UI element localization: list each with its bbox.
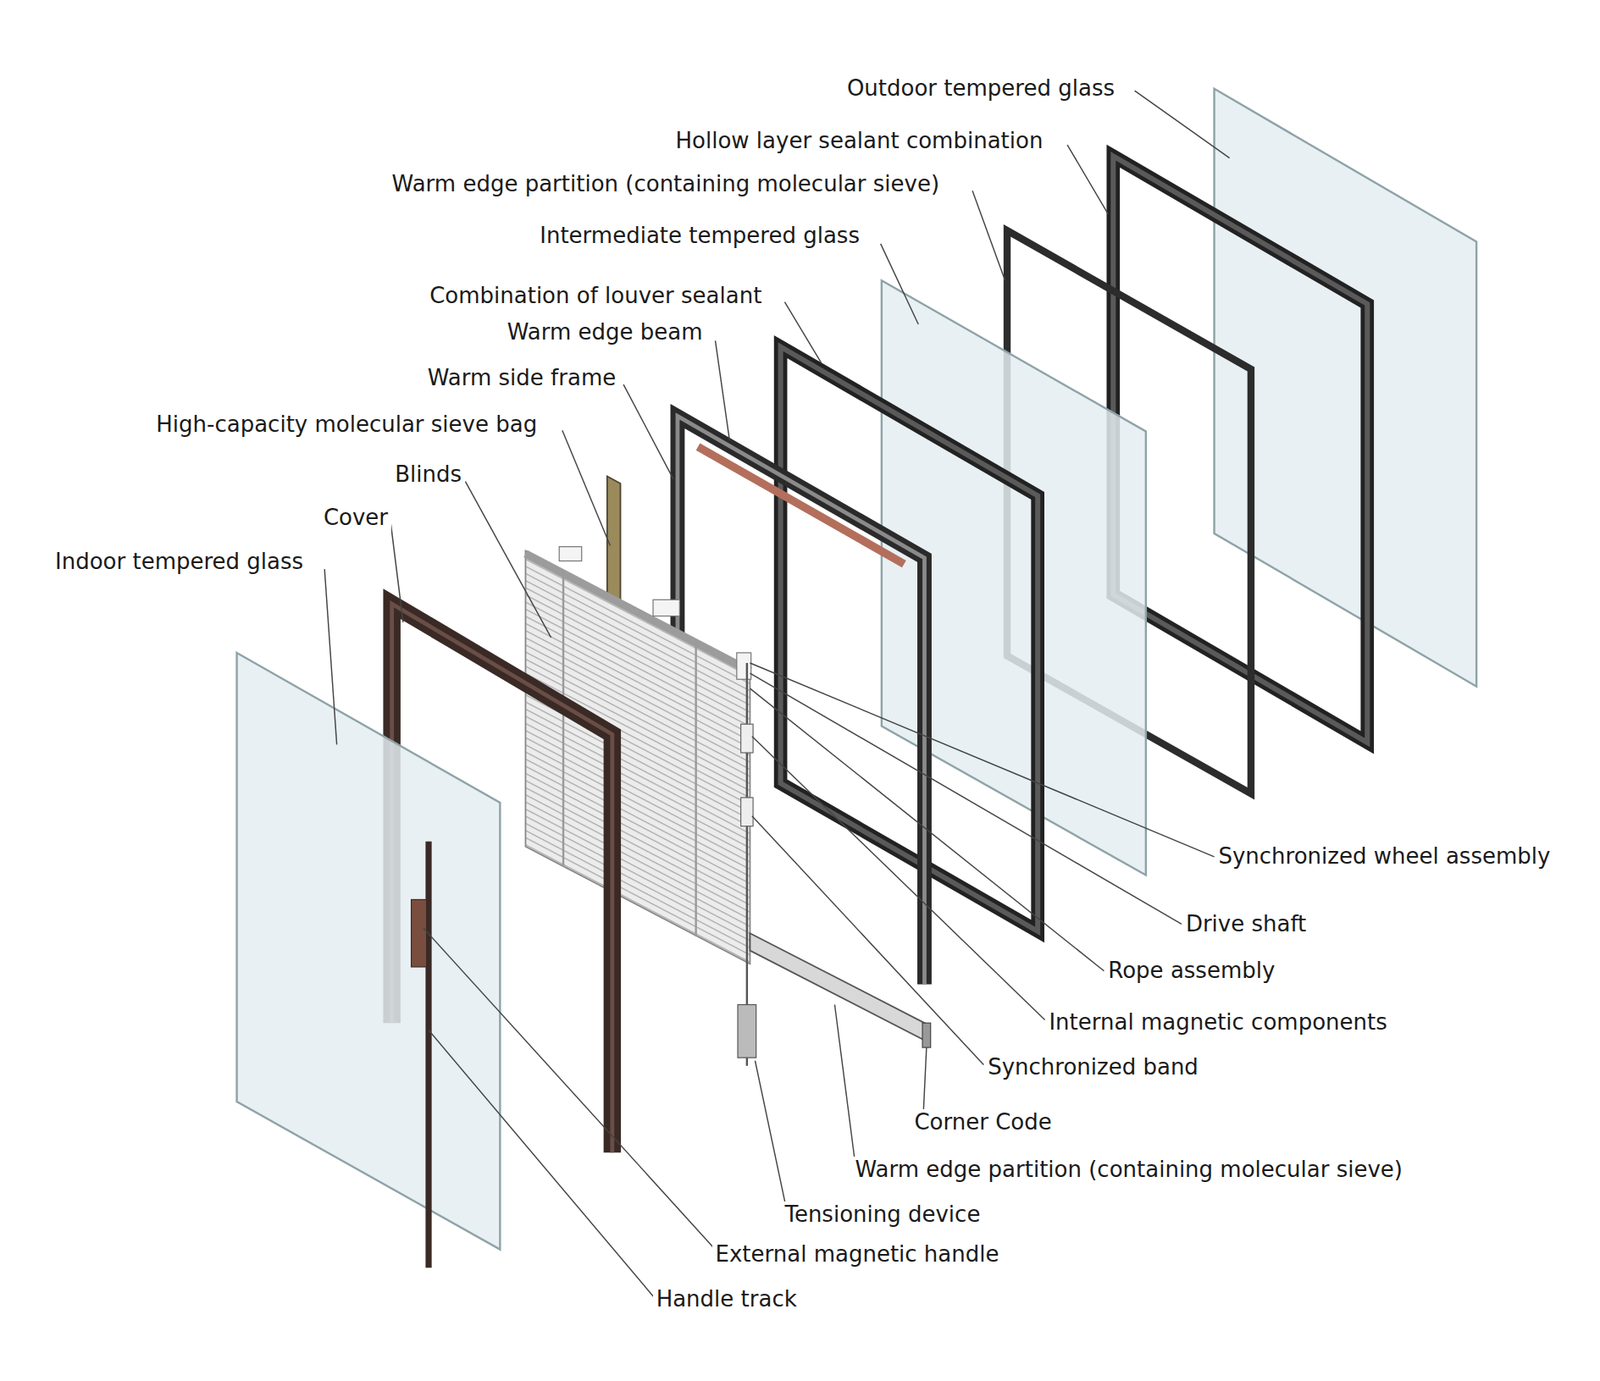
sealant-frame-inner (1112, 155, 1368, 743)
part-label: Cover (320, 504, 392, 532)
part-label: Rope assembly (1104, 957, 1279, 985)
part-label: Warm side frame (424, 365, 620, 392)
part-label: Synchronized wheel assembly (1214, 843, 1554, 870)
part-label: Hollow layer sealant combination (672, 127, 1047, 155)
sealant-frame (780, 347, 1039, 932)
part-label: Intermediate tempered glass (536, 222, 864, 250)
headrail-part (736, 653, 752, 680)
part-label: Warm edge beam (503, 319, 707, 346)
blinds-headrail (525, 553, 750, 672)
part-label: Tensioning device (780, 1201, 984, 1229)
ladder-string (562, 571, 565, 868)
part-label: Warm edge partition (containing molecula… (852, 1157, 1407, 1184)
partition-bar (749, 933, 929, 1043)
tensioning-device (737, 1005, 757, 1059)
part-label: External magnetic handle (712, 1241, 1003, 1268)
magnetic-part (741, 797, 753, 827)
part-label: Combination of louver sealant (426, 282, 765, 310)
glass-pane (237, 653, 501, 1251)
magnetic-part (741, 724, 753, 753)
leader-lines (324, 90, 1230, 1298)
part-label: Corner Code (910, 1109, 1055, 1136)
corner-code (922, 1023, 931, 1048)
sealant-frame-inner (780, 347, 1039, 932)
part-label: Internal magnetic components (1045, 1009, 1390, 1036)
ladder-string (694, 640, 697, 936)
headrail-part (559, 547, 582, 562)
headrail-part (653, 599, 680, 616)
part-label: Drive shaft (1182, 911, 1310, 938)
part-label: Indoor tempered glass (51, 548, 307, 576)
magnetic-handle (411, 899, 427, 968)
part-label: High-capacity molecular sieve bag (152, 411, 541, 438)
part-label: Warm edge partition (containing molecula… (388, 171, 943, 198)
part-label: Synchronized band (984, 1054, 1202, 1081)
sealant-frame (1112, 155, 1368, 743)
part-label: Handle track (653, 1286, 801, 1313)
blinds (525, 550, 750, 964)
part-label: Blinds (391, 461, 466, 488)
edge-beam-strip (697, 447, 904, 565)
part-label: Outdoor tempered glass (843, 75, 1119, 102)
